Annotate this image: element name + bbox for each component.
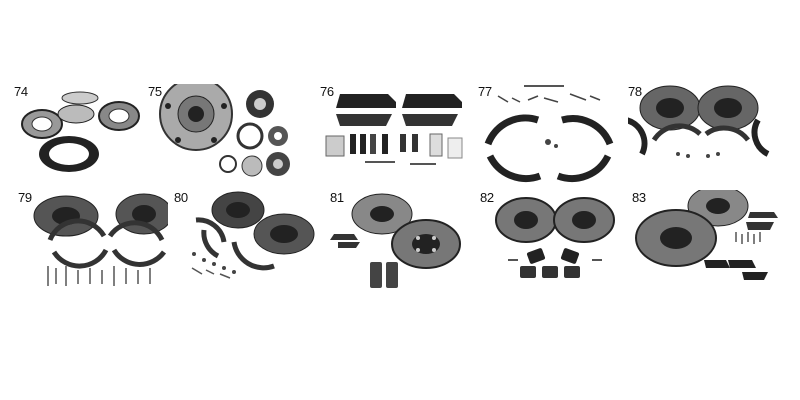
item-number: 74 [14, 84, 28, 99]
product-item-81[interactable]: 81 [330, 190, 480, 300]
item-number: 76 [320, 84, 334, 99]
item-number: 77 [478, 84, 492, 99]
product-item-76[interactable]: 76 [320, 84, 470, 194]
wheel-bearing-set-image [21, 91, 140, 172]
brake-pad-set-image [325, 94, 463, 165]
drum-brake-kit-image [191, 191, 315, 279]
item-number: 82 [480, 190, 494, 205]
product-item-75[interactable]: 75 [148, 84, 298, 194]
item-number: 78 [628, 84, 642, 99]
item-number: 81 [330, 190, 344, 205]
product-item-74[interactable]: 74 [14, 84, 164, 194]
product-item-80[interactable]: 80 [174, 190, 324, 300]
rotor-and-pad-kit-image [635, 190, 778, 280]
product-item-83[interactable]: 83 [632, 190, 782, 300]
item-number: 80 [174, 190, 188, 205]
product-item-77[interactable]: 77 [478, 84, 628, 194]
brake-shoe-hardware-kit-image [484, 85, 614, 183]
item-number: 79 [18, 190, 32, 205]
item-number: 83 [632, 190, 646, 205]
rotor-and-pad-kit-image [495, 197, 615, 278]
hub-assembly-image [159, 84, 290, 177]
item-number: 75 [148, 84, 162, 99]
drum-brake-kit-image [33, 193, 168, 286]
drum-and-shoe-kit-image [628, 85, 770, 158]
product-item-82[interactable]: 82 [480, 190, 630, 300]
rotor-and-pad-kit-image [330, 193, 461, 288]
product-item-79[interactable]: 79 [18, 190, 168, 300]
product-item-78[interactable]: 78 [628, 84, 778, 194]
